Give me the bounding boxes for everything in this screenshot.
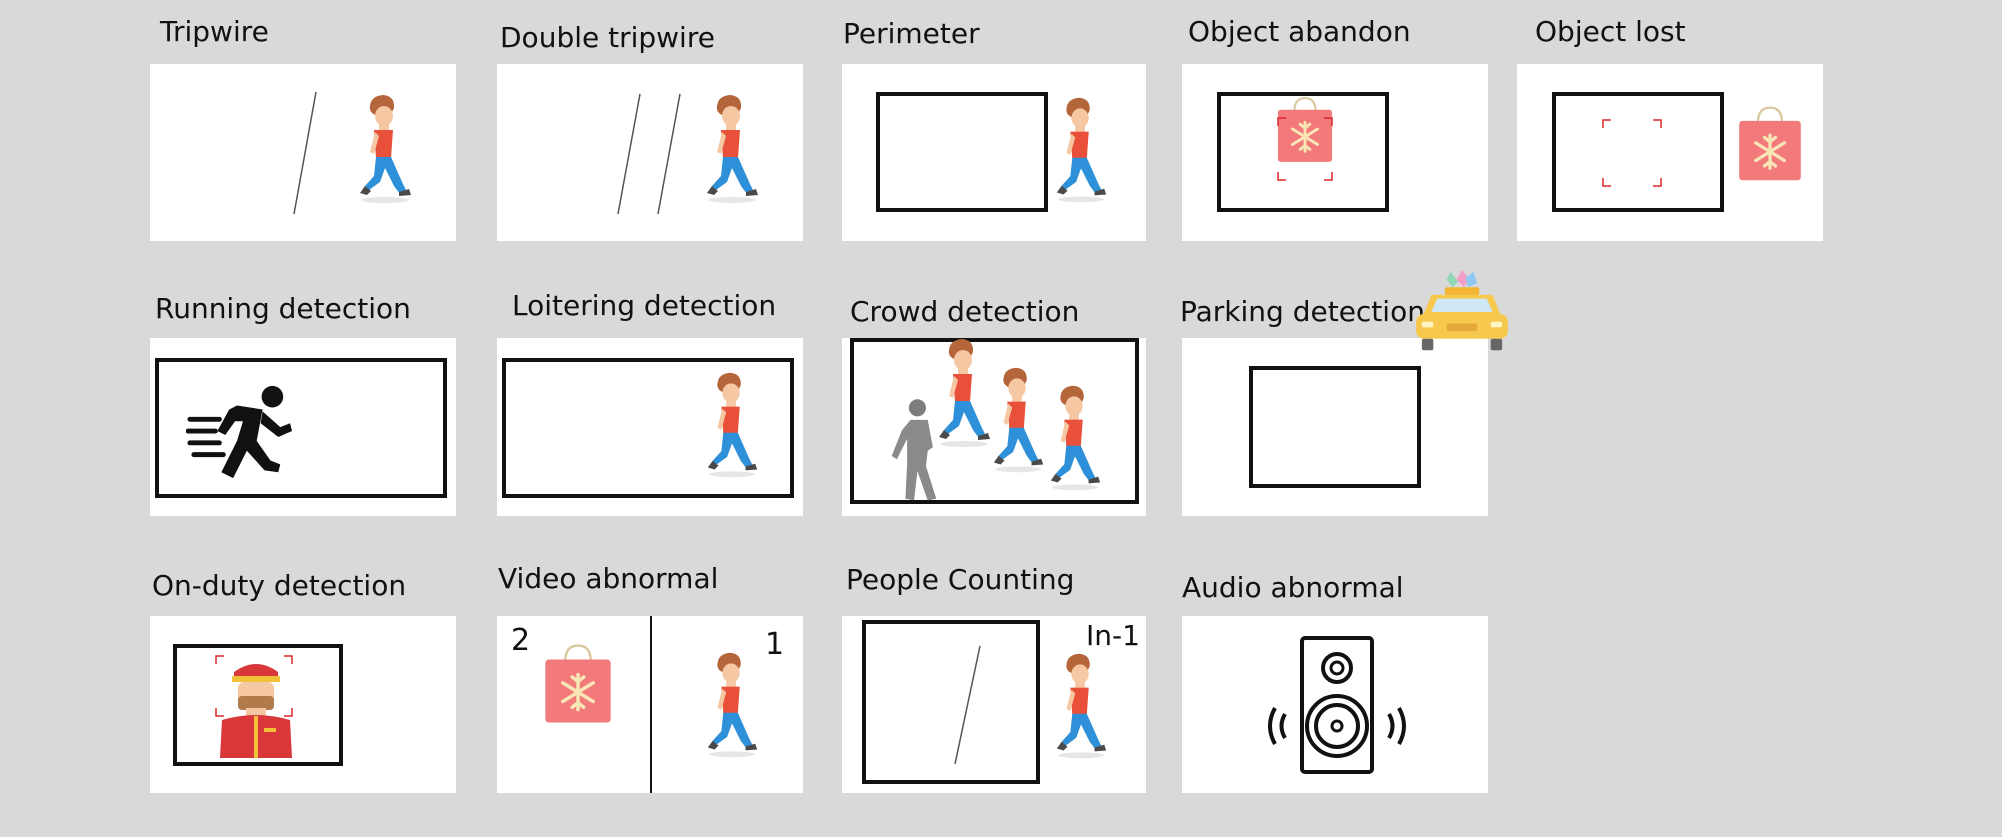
crowd-detection-label: Crowd detection (850, 295, 1080, 328)
loitering-detection-label: Loitering detection (512, 289, 777, 322)
tripwire-line-1 (617, 93, 641, 215)
walking-person-icon (707, 652, 758, 758)
people-counting-card[interactable]: In-1 (842, 616, 1146, 793)
perimeter-card[interactable] (842, 64, 1146, 241)
walking-person-icon (1050, 385, 1101, 491)
running-detection-label: Running detection (155, 292, 411, 325)
object-abandon-label: Object abandon (1188, 15, 1411, 48)
parking-zone (1249, 366, 1421, 488)
perimeter-zone (876, 92, 1048, 212)
people-counting-label: People Counting (846, 563, 1075, 596)
walking-person-icon (1056, 97, 1107, 203)
shopping-bag-icon (1276, 96, 1334, 164)
in-count-text: In-1 (1086, 619, 1140, 652)
video-abnormal-label: Video abnormal (498, 562, 719, 595)
on-duty-detection-label: On-duty detection (152, 569, 407, 602)
tripwire-line-2 (657, 93, 681, 215)
shopping-bag-icon (543, 643, 613, 725)
shopping-bag-icon (1737, 105, 1803, 183)
walking-person-icon (707, 372, 758, 478)
lost-zone (1552, 92, 1724, 212)
walking-person-icon (360, 95, 411, 203)
audio-abnormal-label: Audio abnormal (1182, 571, 1404, 604)
abandon-zone (1217, 92, 1389, 212)
walking-person-icon (993, 367, 1044, 473)
object-abandon-card[interactable] (1182, 64, 1488, 241)
audio-abnormal-card[interactable] (1182, 616, 1488, 793)
walking-person-icon (939, 339, 990, 447)
person-silhouette-icon (891, 399, 937, 501)
on-duty-detection-card[interactable] (150, 616, 456, 793)
crowd-zone (850, 338, 1139, 504)
right-camera-number: 1 (765, 627, 785, 662)
tripwire-card[interactable] (150, 64, 456, 241)
tripwire-line (293, 91, 317, 215)
dashed-detection-box (1602, 119, 1662, 187)
perimeter-label: Perimeter (843, 17, 980, 50)
taxi-car-icon (1416, 270, 1508, 351)
running-person-icon (188, 386, 292, 478)
object-lost-label: Object lost (1535, 15, 1686, 48)
running-detection-card[interactable] (150, 338, 456, 516)
counting-line (954, 645, 981, 765)
parking-detection-label: Parking detection (1180, 295, 1425, 328)
double-tripwire-card[interactable] (497, 64, 803, 241)
walking-person-icon (707, 95, 758, 203)
speaker-icon (1268, 636, 1406, 774)
duty-zone (173, 644, 343, 766)
dashed-detection-box (215, 655, 293, 717)
tripwire-label: Tripwire (160, 15, 269, 48)
left-camera-number: 2 (511, 623, 531, 658)
double-tripwire-label: Double tripwire (500, 21, 715, 54)
loitering-detection-card[interactable] (497, 338, 803, 516)
guard-icon (220, 664, 292, 758)
running-zone (155, 358, 447, 498)
crowd-detection-card[interactable] (842, 338, 1146, 516)
object-lost-card[interactable] (1517, 64, 1823, 241)
counting-zone (862, 620, 1040, 784)
dashed-detection-box (1277, 117, 1333, 181)
parking-detection-card[interactable] (1182, 270, 1508, 516)
video-abnormal-card[interactable]: 2 1 (497, 616, 803, 793)
loitering-zone (502, 358, 794, 498)
walking-person-icon (1056, 653, 1107, 759)
